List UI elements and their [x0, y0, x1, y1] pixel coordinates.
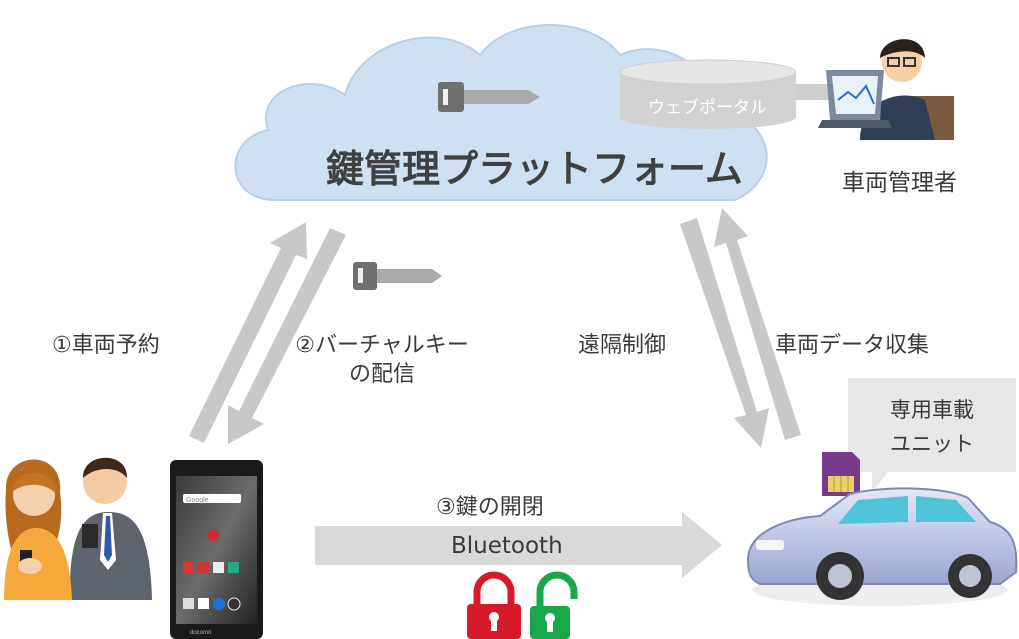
in-vehicle-unit-line2: ユニット — [890, 432, 974, 456]
arrow-bluetooth — [315, 512, 722, 578]
vehicle-manager-label: 車両管理者 — [842, 170, 957, 196]
in-vehicle-unit-callout — [848, 378, 1016, 492]
phone-carrier: docomo — [190, 630, 212, 636]
key-icon-cloud — [438, 82, 540, 112]
phone-search-hint: Google — [186, 497, 209, 504]
unlocked-padlock-icon — [530, 571, 578, 639]
locked-padlock-icon — [467, 571, 521, 639]
reservation-label: ①車両予約 — [52, 333, 160, 358]
key-icon-delivery — [353, 262, 442, 290]
web-portal-database — [619, 59, 797, 129]
arrow-data-collection — [714, 208, 801, 440]
arrow-remote-control — [680, 218, 769, 448]
arrow-virtual-key-delivery — [228, 228, 346, 444]
bluetooth-label: Bluetooth — [451, 533, 563, 559]
web-portal-label: ウェブポータル — [648, 98, 767, 118]
virtual-key-label-line2: の配信 — [348, 362, 415, 387]
sim-card-icon — [822, 452, 860, 496]
vehicle-manager-figure — [818, 39, 954, 140]
arrow-vehicle-reservation — [189, 222, 307, 443]
platform-title: 鍵管理プラットフォーム — [326, 147, 743, 191]
car-icon — [746, 487, 1018, 606]
virtual-key-label-line1: ②バーチャルキー — [295, 333, 469, 358]
lock-unlock-label: ③鍵の開閉 — [436, 495, 544, 520]
remote-control-label: 遠隔制御 — [578, 333, 667, 358]
smartphone-icon: Google docomo — [170, 460, 263, 639]
users-figure — [4, 457, 152, 600]
data-collection-label: 車両データ収集 — [775, 333, 930, 358]
in-vehicle-unit-line1: 専用車載 — [890, 398, 974, 422]
